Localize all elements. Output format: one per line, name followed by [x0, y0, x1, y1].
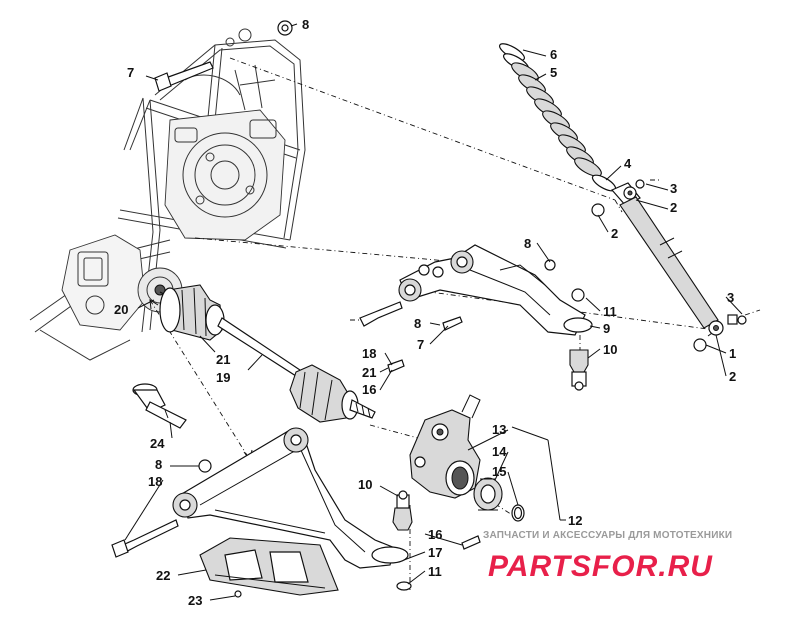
callout-1: 1 [729, 346, 736, 361]
callout-23: 23 [188, 593, 202, 608]
callout-8-upper-arm: 8 [524, 236, 531, 251]
callout-22: 22 [156, 568, 170, 583]
callout-7-middle: 7 [417, 337, 424, 352]
callout-2-middle: 2 [611, 226, 618, 241]
callout-21-right: 21 [362, 365, 376, 380]
skid-plate [199, 537, 339, 598]
watermark-tagline: ЗАПЧАСТИ И АКСЕССУАРЫ ДЛЯ МОТОТЕХНИКИ [483, 530, 732, 541]
callout-8-lower: 8 [155, 457, 162, 472]
callout-13: 13 [492, 422, 506, 437]
callout-3-upper: 3 [670, 181, 677, 196]
callout-15: 15 [492, 464, 506, 479]
callout-17: 17 [428, 545, 442, 560]
callout-11-lower: 11 [428, 564, 442, 579]
callout-3-lower: 3 [727, 290, 734, 305]
callout-20: 20 [114, 302, 128, 317]
callout-24: 24 [150, 436, 165, 451]
callout-7-top: 7 [127, 65, 134, 80]
callout-21-left: 21 [216, 352, 230, 367]
coil-spring [499, 43, 602, 177]
callout-6: 6 [550, 47, 557, 62]
callout-12: 12 [568, 513, 582, 528]
callout-2-upper: 2 [670, 200, 677, 215]
callout-8-middle: 8 [414, 316, 421, 331]
callout-8-top: 8 [302, 17, 309, 32]
upper-fasteners [154, 20, 293, 92]
callout-18-upper: 18 [362, 346, 376, 361]
callout-19: 19 [216, 370, 230, 385]
upper-control-arm [359, 244, 593, 391]
watermark-brand: PARTSFOR.RU [488, 550, 713, 583]
callout-9: 9 [603, 321, 610, 336]
callout-11-upper: 11 [603, 304, 617, 319]
callout-5: 5 [550, 65, 557, 80]
callout-2-lower: 2 [729, 369, 736, 384]
steering-knuckle [409, 394, 525, 522]
callout-16-lower: 16 [428, 527, 442, 542]
callout-10-lower: 10 [358, 477, 372, 492]
callout-18-lower: 18 [148, 474, 162, 489]
lower-control-arm [111, 427, 481, 591]
vehicle-frame-illustration [29, 28, 306, 361]
shock-absorber [499, 43, 747, 352]
leader-lines [124, 23, 743, 601]
callout-4: 4 [624, 156, 632, 171]
pivot-pin [132, 383, 187, 429]
callout-10-upper: 10 [603, 342, 617, 357]
drive-axle [159, 284, 376, 423]
callout-labels: 8 7 6 5 4 3 2 2 8 11 9 10 3 1 2 8 7 18 2… [114, 17, 736, 608]
callout-16-upper: 16 [362, 382, 376, 397]
callout-14: 14 [492, 444, 507, 459]
watermark: ЗАПЧАСТИ И АКСЕССУАРЫ ДЛЯ МОТОТЕХНИКИ PA… [483, 530, 732, 583]
